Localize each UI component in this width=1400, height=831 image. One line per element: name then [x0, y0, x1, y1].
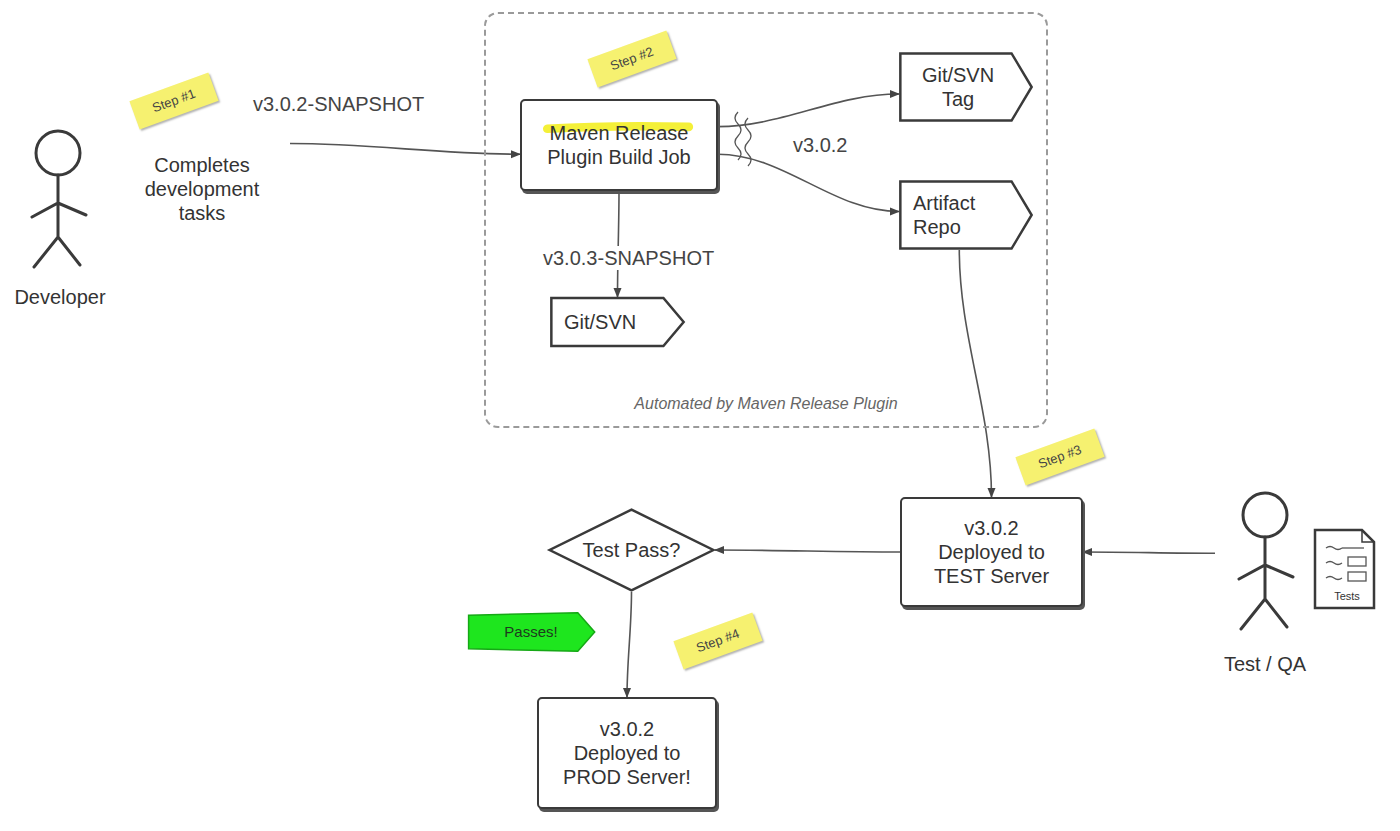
output-tag: Git/SVN Tag [899, 52, 1033, 122]
qa-actor: Test / QA [1215, 487, 1315, 682]
output-tag-text: Git/SVN [564, 310, 636, 334]
tag-outline [899, 52, 1033, 122]
process-box-text: v3.0.2 Deployed to PROD Server! [557, 717, 697, 789]
step-sticky-text: Step #1 [150, 86, 197, 116]
text-highlight [522, 101, 716, 189]
process-box: v3.0.2 Deployed to PROD Server! [537, 697, 717, 809]
step-sticky-text: Step #3 [1036, 442, 1083, 472]
output-tag: Git/SVN [550, 297, 685, 347]
edge-label: v3.0.2-SNAPSHOT [250, 92, 427, 116]
developer-actor-text: Developer [5, 285, 115, 309]
icon-caption: Tests [1318, 590, 1376, 603]
version-label: v3.0.2 [790, 133, 850, 157]
developer-actor-text: Completes development tasks [122, 153, 282, 225]
output-tag-text: Git/SVN Tag [913, 63, 1003, 111]
step-sticky-text: Step #4 [694, 626, 741, 656]
result-tag: Passes! [466, 612, 596, 652]
connector-arrow [715, 550, 900, 552]
connector-arrow [959, 250, 991, 497]
connector-arrow [627, 592, 632, 697]
connector-arrow [718, 154, 899, 211]
step-sticky: Step #4 [673, 613, 762, 670]
decision-diamond-text: Test Pass? [583, 538, 681, 562]
step-sticky: Step #1 [129, 73, 218, 130]
decision-diamond: Test Pass? [548, 508, 715, 592]
connector-arrow [718, 94, 899, 127]
process-box-text: v3.0.2 Deployed to TEST Server [924, 516, 1059, 588]
step-sticky: Step #3 [1015, 429, 1104, 486]
stick-figure [1215, 487, 1315, 682]
connector-arrow [618, 191, 620, 297]
connector-arrow [1083, 552, 1215, 553]
process-box: v3.0.2 Deployed to TEST Server [900, 497, 1083, 607]
qa-actor-text: Test / QA [1215, 652, 1315, 676]
automation-region-text: Automated by Maven Release Plugin [486, 394, 1046, 413]
process-box: Maven Release Plugin Build Job [520, 99, 718, 191]
edge-label: v3.0.3-SNAPSHOT [540, 246, 717, 270]
step-sticky-text: Step #2 [608, 44, 655, 74]
output-tag: Artifact Repo [899, 180, 1033, 250]
automation-region: Automated by Maven Release Plugin Step #2… [484, 12, 1048, 428]
output-tag-text: Artifact Repo [913, 191, 1003, 239]
tag-outline [899, 180, 1033, 250]
step-sticky: Step #2 [587, 31, 676, 88]
process-box-text: Maven Release Plugin Build Job [534, 121, 704, 169]
developer-actor: Completes development tasksDeveloper [5, 125, 290, 320]
result-tag-text: Passes! [504, 623, 557, 641]
